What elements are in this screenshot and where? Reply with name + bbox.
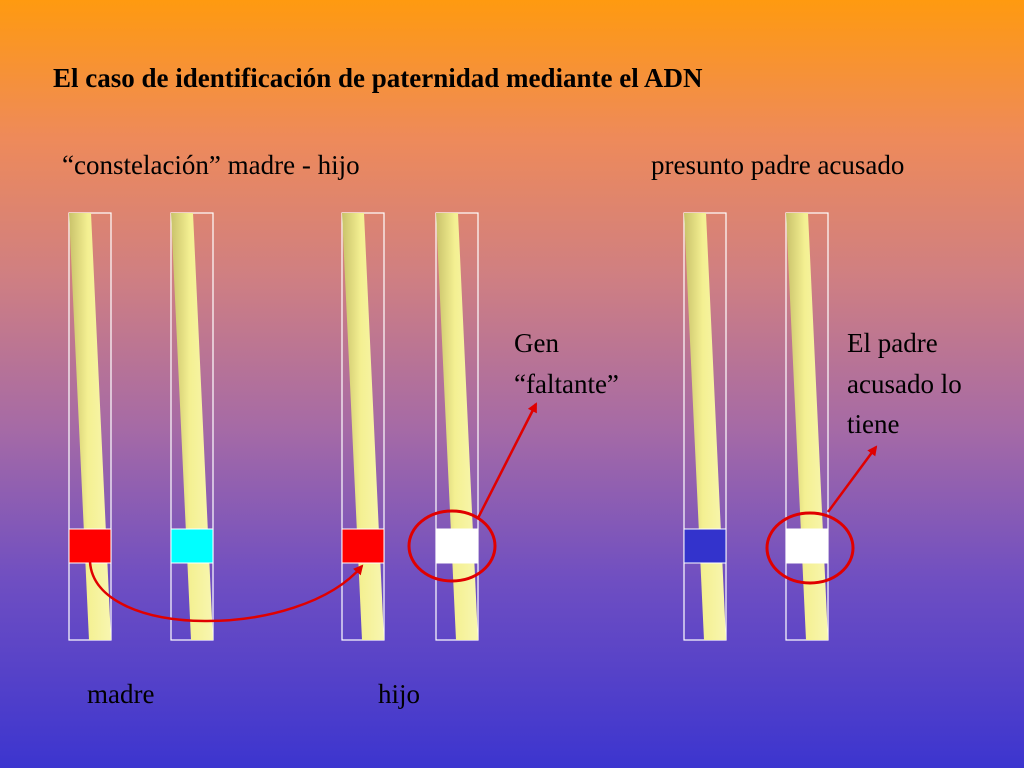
- missing-gene-note-line: Gen: [514, 328, 559, 358]
- father-note-line: acusado lo: [847, 368, 962, 399]
- page-title: El caso de identificación de paternidad …: [53, 63, 703, 93]
- chromosome-body: [171, 213, 213, 640]
- chromosome-father-1: [683, 212, 727, 641]
- mother-child-group-label: “constelación” madre - hijo: [62, 150, 360, 180]
- gene-band: [785, 528, 829, 564]
- gene-band: [68, 528, 112, 564]
- child-label: hijo: [378, 679, 421, 709]
- gene-band: [435, 528, 479, 564]
- gene-band: [170, 528, 214, 564]
- gene-band: [341, 528, 385, 564]
- chromosome-body: [69, 213, 111, 640]
- chromosome-body: [684, 213, 726, 640]
- mother-label: madre: [87, 679, 155, 709]
- chromosome-body: [786, 213, 828, 640]
- missing-gene-highlight: [407, 402, 538, 583]
- chromosome-child-2: [435, 212, 479, 641]
- missing-gene-note: Gen “faltante”: [514, 323, 619, 404]
- chromosome-layer: [68, 212, 829, 641]
- gene-band: [683, 528, 727, 564]
- father-note-line: tiene: [847, 409, 900, 439]
- inheritance-arrow: [88, 561, 364, 623]
- father-note-line: El padre: [847, 328, 938, 358]
- chromosome-body: [342, 213, 384, 640]
- chromosome-mother-2: [170, 212, 214, 641]
- chromosome-child-1: [341, 212, 385, 641]
- chromosome-father-2: [785, 212, 829, 641]
- father-has-gene-note: El padre acusado lo tiene: [847, 323, 962, 445]
- missing-gene-note-line: “faltante”: [514, 368, 619, 399]
- accused-father-group-label: presunto padre acusado: [651, 150, 905, 180]
- father-gene-highlight: [765, 445, 878, 585]
- chromosome-mother-1: [68, 212, 112, 641]
